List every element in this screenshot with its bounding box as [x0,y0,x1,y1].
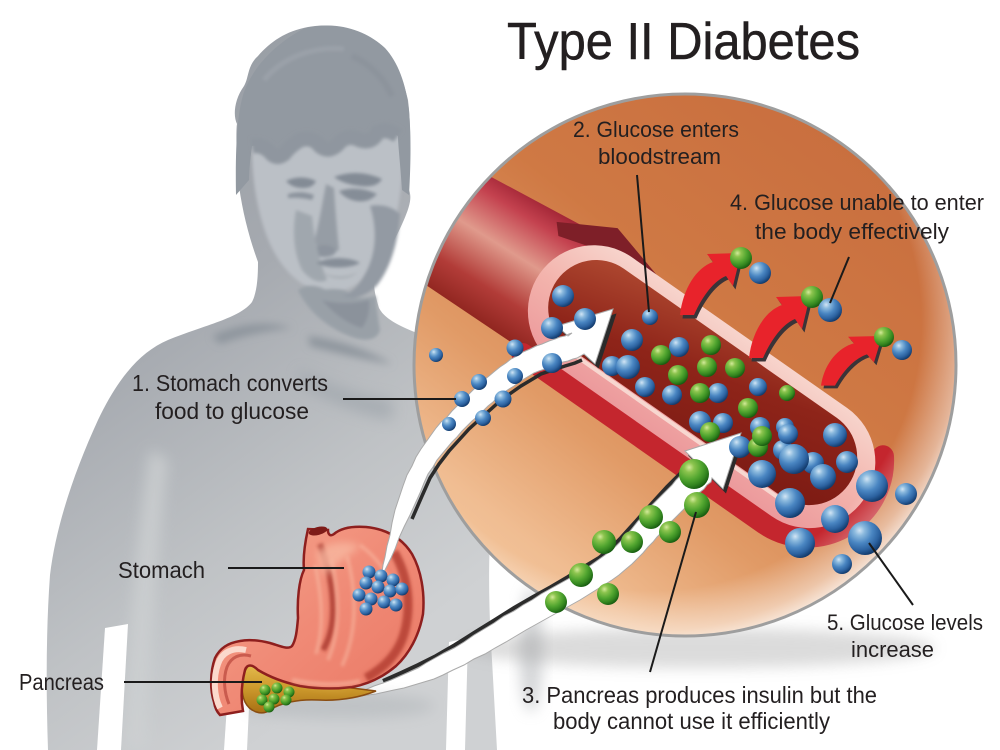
svg-text:1. Stomach converts: 1. Stomach converts [132,370,328,396]
svg-text:body cannot use it efficiently: body cannot use it efficiently [553,708,830,734]
svg-text:Pancreas: Pancreas [19,669,104,695]
svg-text:the body effectively: the body effectively [755,219,949,244]
svg-text:3. Pancreas produces insulin b: 3. Pancreas produces insulin but the [522,682,877,708]
svg-text:Stomach: Stomach [118,557,205,583]
svg-text:increase: increase [851,637,934,662]
svg-text:4. Glucose unable to enter: 4. Glucose unable to enter [730,190,984,215]
svg-text:Type II Diabetes: Type II Diabetes [507,13,860,71]
svg-text:5. Glucose levels: 5. Glucose levels [827,610,983,635]
svg-text:food to glucose: food to glucose [155,398,309,424]
svg-text:bloodstream: bloodstream [598,144,721,169]
svg-text:2. Glucose enters: 2. Glucose enters [573,117,739,142]
